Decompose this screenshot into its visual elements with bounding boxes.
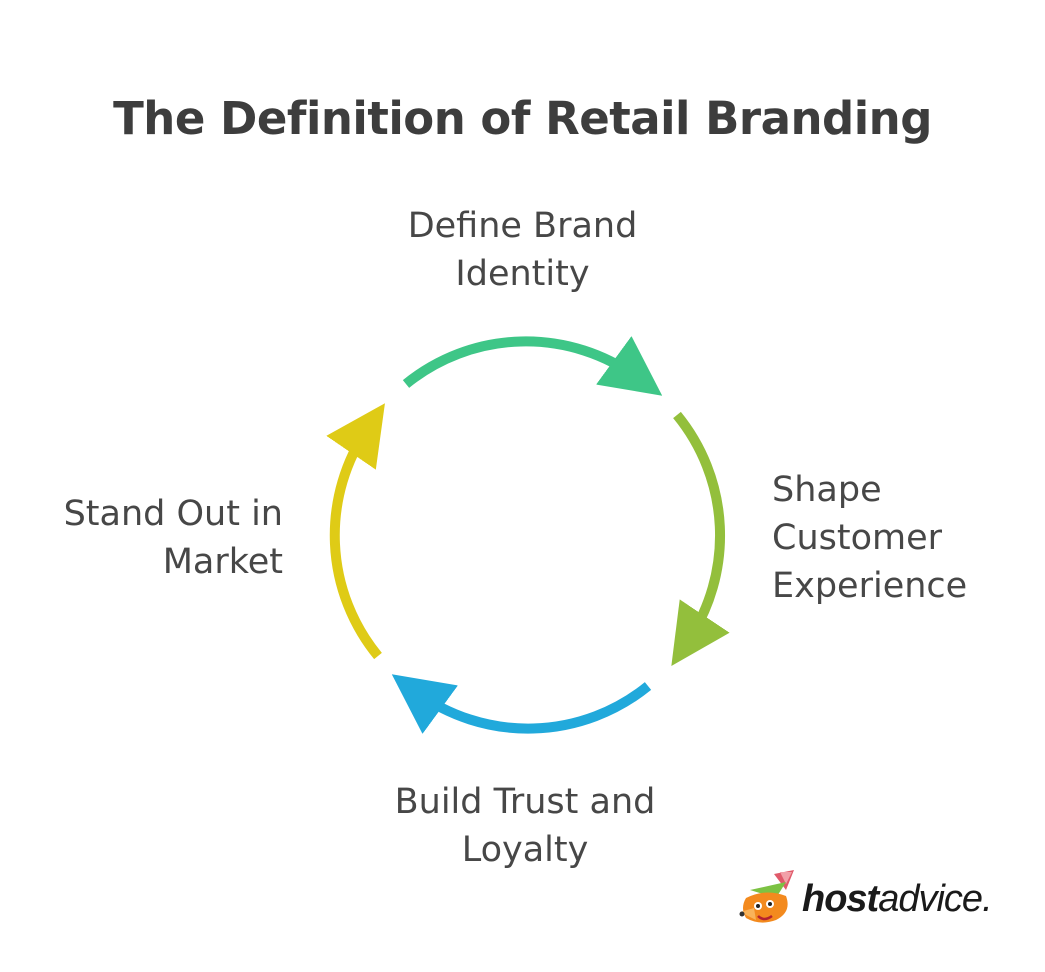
step-stand-out-in-market: Stand Out in Market	[40, 490, 283, 586]
step-shape-customer-experience: Shape Customer Experience	[772, 466, 967, 610]
step-define-brand-identity: Define Brand Identity	[360, 202, 685, 298]
step-label-line: Loyalty	[461, 830, 589, 870]
hostadvice-logo: hostadvice.	[736, 868, 996, 930]
logo-wordmark: hostadvice.	[802, 878, 993, 921]
step-build-trust-loyalty: Build Trust and Loyalty	[350, 778, 700, 874]
logo-wordmark-bold: host	[802, 878, 879, 920]
step-label-line: Shape	[772, 470, 882, 510]
arrow-build-to-stand	[391, 674, 652, 734]
logo-wordmark-regular: advice.	[878, 878, 992, 920]
arrow-shape-to-build	[671, 411, 730, 666]
step-label-line: Identity	[455, 254, 590, 294]
step-label-line: Market	[162, 542, 283, 582]
step-label-line: Stand Out in	[63, 494, 283, 534]
arrow-stand-to-define	[326, 403, 385, 660]
step-label-line: Build Trust and	[394, 782, 656, 822]
step-label-line: Customer	[772, 518, 943, 558]
fox-mascot-icon	[739, 870, 794, 923]
page-title: The Definition of Retail Branding	[113, 92, 932, 145]
step-label-line: Experience	[772, 566, 968, 606]
arrow-define-to-shape	[402, 336, 663, 396]
step-label-line: Define Brand	[407, 206, 638, 246]
